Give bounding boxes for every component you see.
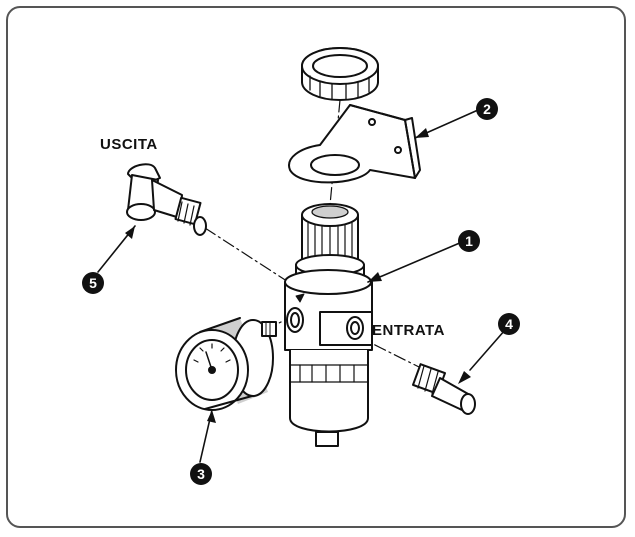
outlet-label: USCITA: [100, 136, 158, 153]
callout-5: 5: [82, 272, 104, 294]
mounting-bracket: [288, 104, 421, 184]
callout-2: 2: [476, 98, 498, 120]
leader-arrowheads: [125, 128, 471, 423]
inlet-label: ENTRATA: [372, 322, 445, 339]
callout-4: 4: [498, 313, 520, 335]
pressure-gauge: [175, 317, 277, 411]
inlet-fitting: [412, 363, 476, 415]
callout-1: 1: [458, 230, 480, 252]
callout-3: 3: [190, 463, 212, 485]
ring-nut: [301, 47, 379, 101]
outlet-fitting: [126, 163, 207, 236]
filter-regulator-body: [284, 203, 373, 447]
